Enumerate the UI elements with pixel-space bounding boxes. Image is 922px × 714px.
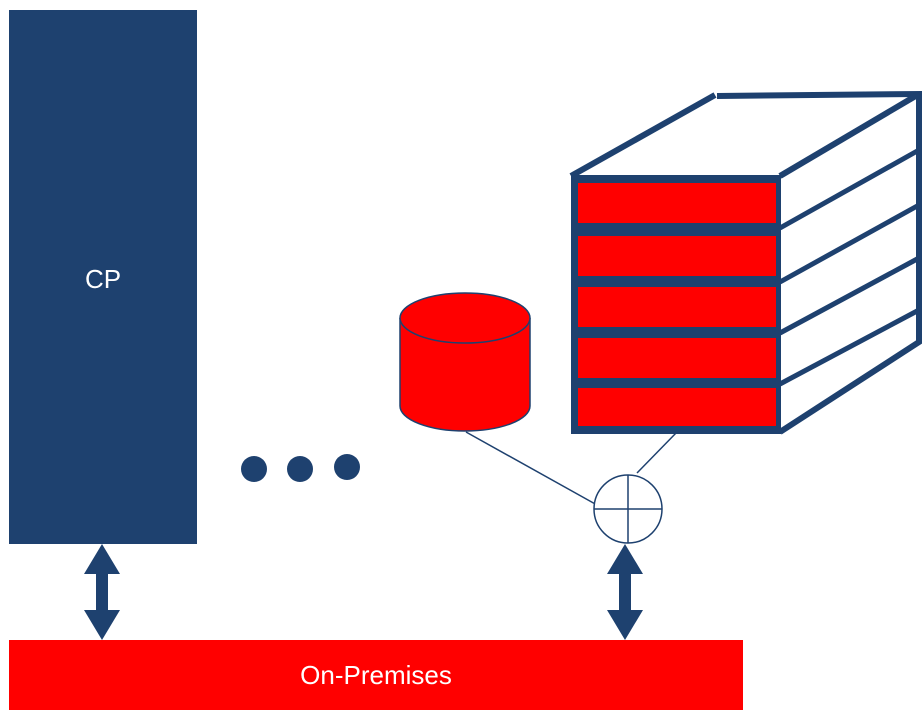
ellipsis-icon bbox=[241, 454, 360, 482]
cube-layer bbox=[578, 183, 776, 223]
cp-block: CP bbox=[9, 10, 197, 544]
cp-double-arrow bbox=[84, 544, 120, 640]
storage-cube-icon bbox=[569, 90, 922, 435]
on-premises-label: On-Premises bbox=[300, 660, 452, 690]
connector-lines bbox=[465, 431, 678, 506]
on-premises-block: On-Premises bbox=[9, 640, 743, 710]
on-premises-rect bbox=[9, 640, 743, 710]
combiner-icon bbox=[593, 474, 663, 544]
cube-connector-line bbox=[636, 431, 678, 474]
database-connector-line bbox=[465, 431, 598, 506]
cube-layer bbox=[578, 338, 776, 378]
cp-label: CP bbox=[85, 264, 121, 294]
combiner-double-arrow bbox=[607, 544, 643, 640]
cube-layer bbox=[578, 236, 776, 276]
cp-rect bbox=[9, 10, 197, 544]
cube-layer bbox=[578, 287, 776, 327]
cube-layer bbox=[578, 388, 776, 426]
database-icon bbox=[399, 292, 531, 432]
